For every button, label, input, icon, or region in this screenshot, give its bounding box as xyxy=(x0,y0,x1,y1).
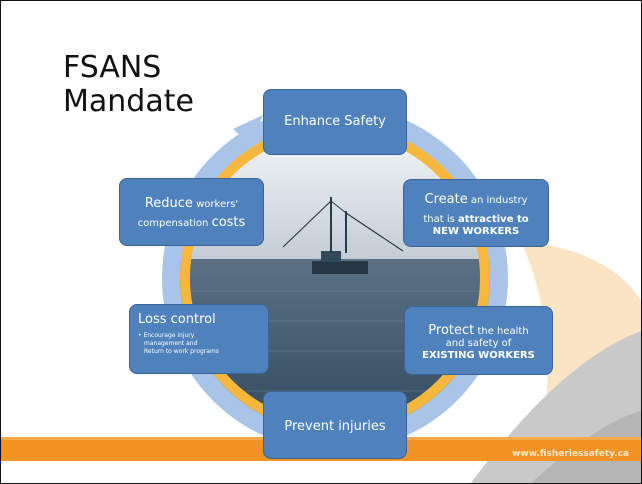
boat-icon xyxy=(282,197,404,274)
protect-line2: and safety of xyxy=(445,338,512,350)
protect-rest: the health xyxy=(474,325,529,337)
loss-control-sub-line: Return to work programs xyxy=(144,347,219,355)
loss-control-sub: • Encourage injury management and Return… xyxy=(138,332,219,355)
loss-control-sub-line: • Encourage injury xyxy=(138,331,195,339)
create-line3: NEW WORKERS xyxy=(432,225,520,237)
reduce-rest: workers' xyxy=(192,199,239,211)
protect-line3: EXISTING WORKERS xyxy=(422,349,535,361)
create-line2: that is xyxy=(423,213,459,225)
enhance-safety-label: Enhance Safety xyxy=(284,113,386,129)
prevent-injuries-box: Prevent injuries xyxy=(263,391,407,459)
reduce-costs-box: Reduce workers' compensation costs xyxy=(119,178,264,246)
enhance-safety-box: Enhance Safety xyxy=(263,89,407,155)
reduce-line2-big: costs xyxy=(211,215,246,230)
reduce-word: Reduce xyxy=(144,196,193,212)
title-line-1: FSANS xyxy=(63,50,162,85)
loss-control-sub-line: management and xyxy=(144,339,198,347)
protect-word: Protect xyxy=(428,322,475,338)
create-word: Create xyxy=(424,191,468,207)
slide-title: FSANS Mandate xyxy=(63,51,194,119)
create-line2-bold: attractive to xyxy=(458,213,529,225)
prevent-word: Prevent xyxy=(284,418,335,434)
footer-url: www.fisheriessafety.ca xyxy=(512,449,629,459)
loss-control-label: Loss control xyxy=(138,312,216,327)
title-line-2: Mandate xyxy=(63,84,194,119)
prevent-rest: injuries xyxy=(334,418,386,434)
create-rest: an industry xyxy=(467,194,528,206)
create-industry-box: Create an industry that is attractive to… xyxy=(403,179,549,247)
reduce-line2: compensation xyxy=(137,218,212,229)
protect-box: Protect the health and safety of EXISTIN… xyxy=(404,306,553,375)
loss-control-box: Loss control • Encourage injury manageme… xyxy=(129,304,269,374)
